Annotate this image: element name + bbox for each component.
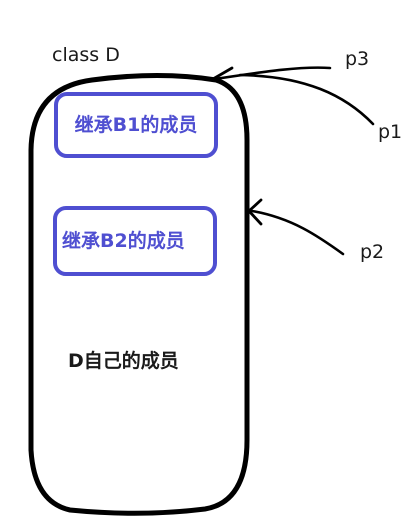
p1-arrow-line bbox=[238, 73, 375, 126]
inherited-b1-members-label: 继承B1的成员 bbox=[74, 113, 198, 136]
inherited-b2-members-label: 继承B2的成员 bbox=[62, 229, 185, 252]
pointer-p3-label: p3 bbox=[345, 48, 370, 70]
pointer-p1-label: p1 bbox=[378, 121, 403, 143]
inherited-b1-members-box: 继承B1的成员 bbox=[54, 92, 218, 158]
p3-arrow-line bbox=[213, 66, 332, 81]
p2-arrow-line bbox=[250, 209, 345, 256]
pointer-p2-label: p2 bbox=[360, 241, 385, 263]
p2-arrowhead bbox=[247, 198, 263, 226]
inherited-b2-members-box: 继承B2的成员 bbox=[53, 206, 217, 276]
class-d-label: class D bbox=[52, 44, 120, 66]
top-arrowhead bbox=[211, 66, 234, 89]
own-members-label: D自己的成员 bbox=[68, 350, 179, 372]
